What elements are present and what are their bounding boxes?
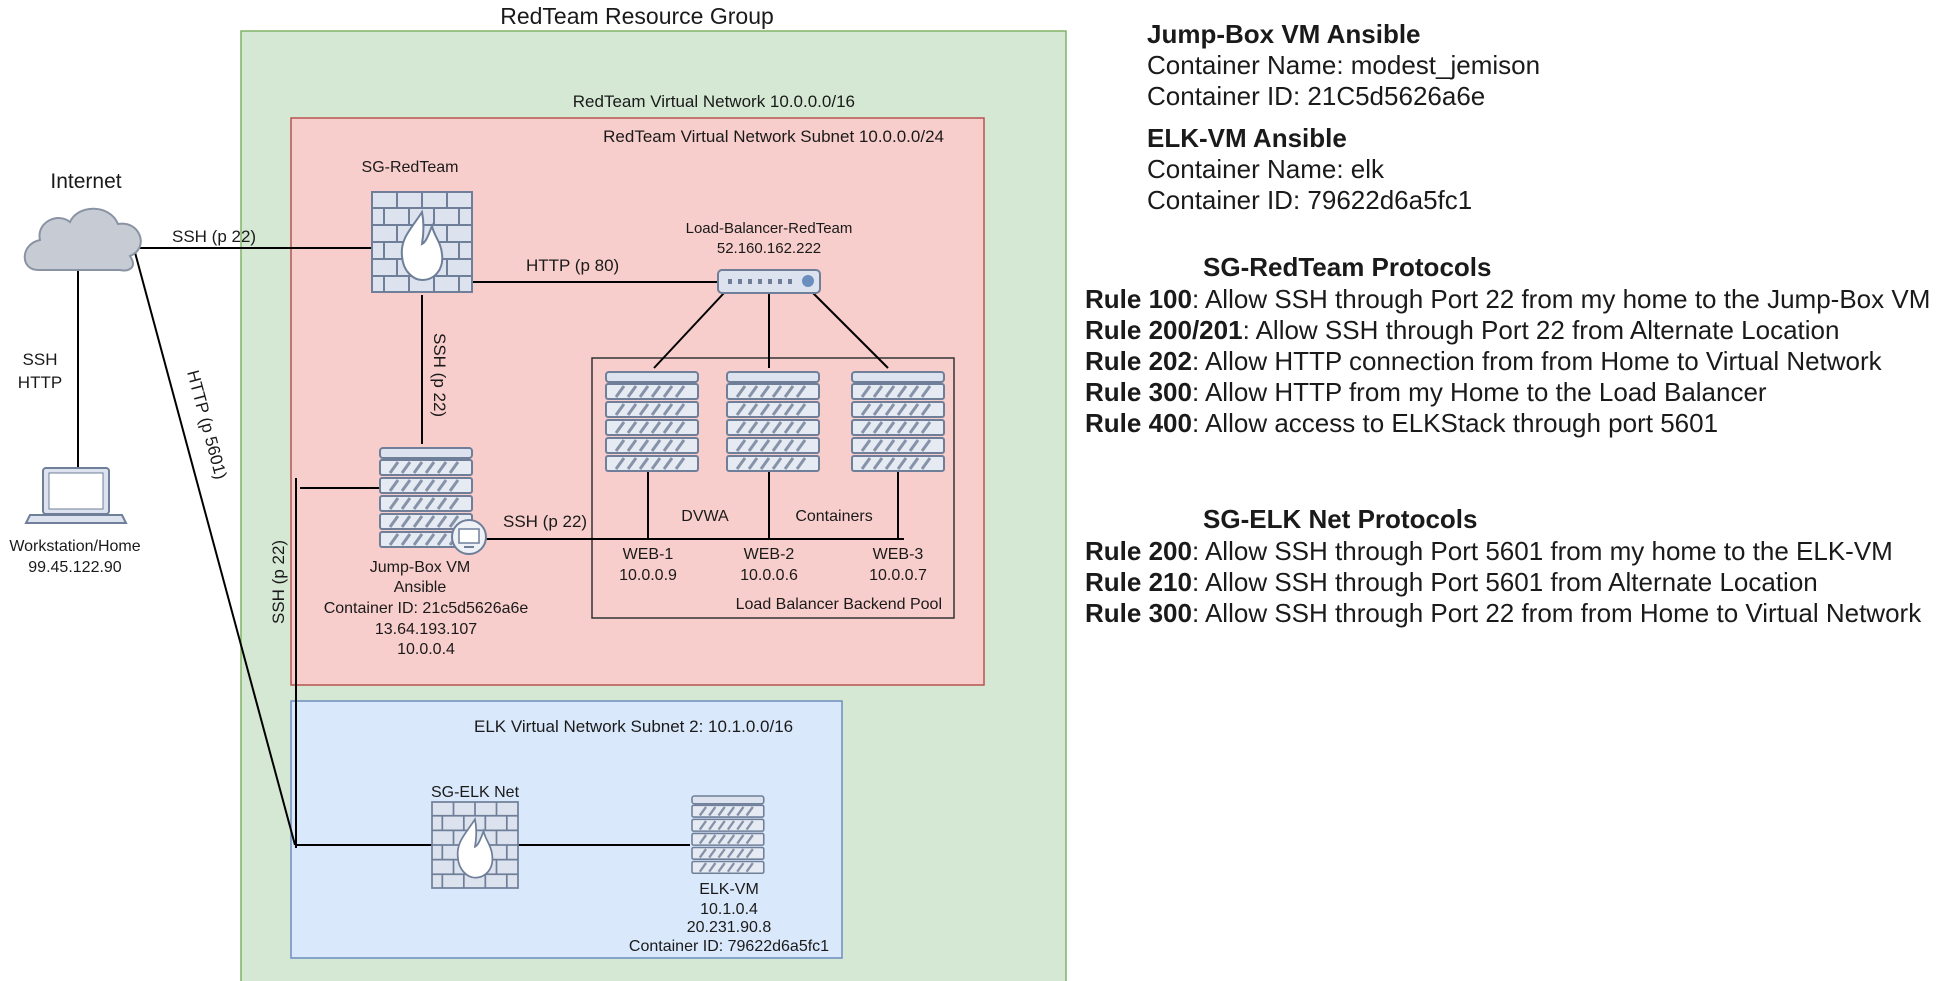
link-label-ssh-internet: SSH (p 22): [172, 227, 256, 246]
link-label-http-5601: HTTP (p 5601): [183, 368, 230, 481]
sg-elk-label: SG-ELK Net: [431, 784, 520, 801]
elk-firewall-icon: [431, 801, 519, 889]
jumpbox-ansible-block: Jump-Box VM Ansible Container Name: mode…: [1147, 19, 1540, 112]
elk-vm-server-icon: [690, 794, 765, 875]
jumpbox-line5: 10.0.0.4: [397, 641, 455, 658]
elk-vm-ip2: 20.231.90.8: [687, 919, 772, 936]
redteam-rule-row: Rule 400: Allow access to ELKStack throu…: [1085, 408, 1719, 438]
elk-vm-ip1: 10.1.0.4: [700, 901, 758, 918]
dvwa-label: DVWA: [681, 508, 729, 525]
web1-server-icon: [604, 370, 700, 473]
load-balancer-name: Load-Balancer-RedTeam: [686, 220, 853, 237]
web1-name: WEB-1: [623, 546, 674, 563]
sg-redteam-label: SG-RedTeam: [362, 159, 459, 176]
link-label-ssh-vertical: SSH (p 22): [430, 333, 449, 417]
workstation-name: Workstation/Home: [9, 538, 140, 555]
elk-rule-row: Rule 210: Allow SSH through Port 5601 fr…: [1085, 567, 1818, 597]
redteam-rule-row: Rule 100: Allow SSH through Port 22 from…: [1085, 284, 1931, 314]
link-label-http: HTTP: [18, 373, 62, 392]
connection-lines: [77, 244, 904, 848]
laptop-icon: [24, 467, 128, 524]
sg-redteam-protocols-title: SG-RedTeam Protocols: [1203, 252, 1492, 282]
monitor-badge-icon: [451, 519, 487, 555]
jumpbox-container-name: Container Name: modest_jemison: [1147, 50, 1541, 80]
web3-name: WEB-3: [873, 546, 924, 563]
elk-rule-row: Rule 200: Allow SSH through Port 5601 fr…: [1085, 536, 1893, 566]
elk-vm-name: ELK-VM: [699, 881, 759, 898]
internet-label: Internet: [50, 170, 121, 193]
resource-group-label: RedTeam Resource Group: [500, 3, 774, 29]
info-panel: Jump-Box VM Ansible Container Name: mode…: [1085, 0, 1941, 981]
web3-server-icon: [850, 370, 946, 473]
elk-vm-container-id: Container ID: 79622d6a5fc1: [629, 938, 829, 955]
sg-elk-protocols-title: SG-ELK Net Protocols: [1203, 504, 1478, 534]
jumpbox-line4: 13.64.193.107: [375, 621, 477, 638]
elk-container-name: Container Name: elk: [1147, 154, 1384, 184]
redteam-rule-row: Rule 200/201: Allow SSH through Port 22 …: [1085, 315, 1840, 345]
link-label-http-80: HTTP (p 80): [526, 256, 619, 275]
network-diagram: RedTeam Resource Group RedTeam Virtual N…: [9, 3, 1067, 981]
web1-ip: 10.0.0.9: [619, 567, 677, 584]
elk-ansible-block: ELK-VM Ansible Container Name: elk Conta…: [1147, 123, 1472, 216]
containers-label: Containers: [795, 508, 872, 525]
web2-name: WEB-2: [744, 546, 795, 563]
jumpbox-container-id: Container ID: 21C5d5626a6e: [1147, 81, 1486, 111]
link-label-ssh: SSH: [23, 350, 58, 369]
jumpbox-line1: Jump-Box VM: [370, 559, 470, 576]
load-balancer-ip: 52.160.162.222: [717, 240, 821, 257]
backend-pool-label: Load Balancer Backend Pool: [736, 596, 942, 613]
elk-subnet-label: ELK Virtual Network Subnet 2: 10.1.0.0/1…: [474, 717, 793, 736]
redteam-rule-row: Rule 300: Allow HTTP from my Home to the…: [1085, 377, 1767, 407]
backend-pool-box: [591, 357, 955, 619]
load-balancer-icon: [717, 269, 821, 294]
vnet-label: RedTeam Virtual Network 10.0.0.0/16: [573, 92, 855, 111]
link-label-ssh-web: SSH (p 22): [503, 512, 587, 531]
web2-ip: 10.0.0.6: [740, 567, 798, 584]
firewall-icon: [371, 191, 473, 293]
jumpbox-ansible-title: Jump-Box VM Ansible: [1147, 19, 1421, 49]
internet-cloud-icon: [23, 207, 142, 272]
link-label-ssh-left: SSH (p 22): [269, 540, 288, 624]
jumpbox-line2: Ansible: [394, 579, 447, 596]
web2-server-icon: [725, 370, 821, 473]
elk-container-id: Container ID: 79622d6a5fc1: [1147, 185, 1473, 215]
redteam-rule-row: Rule 202: Allow HTTP connection from fro…: [1085, 346, 1882, 376]
workstation-ip: 99.45.122.90: [28, 559, 122, 576]
elk-ansible-title: ELK-VM Ansible: [1147, 123, 1347, 153]
elk-rule-row: Rule 300: Allow SSH through Port 22 from…: [1085, 598, 1922, 628]
jumpbox-line3: Container ID: 21c5d5626a6e: [324, 600, 529, 617]
web3-ip: 10.0.0.7: [869, 567, 927, 584]
redteam-subnet-label: RedTeam Virtual Network Subnet 10.0.0.0/…: [603, 127, 944, 146]
